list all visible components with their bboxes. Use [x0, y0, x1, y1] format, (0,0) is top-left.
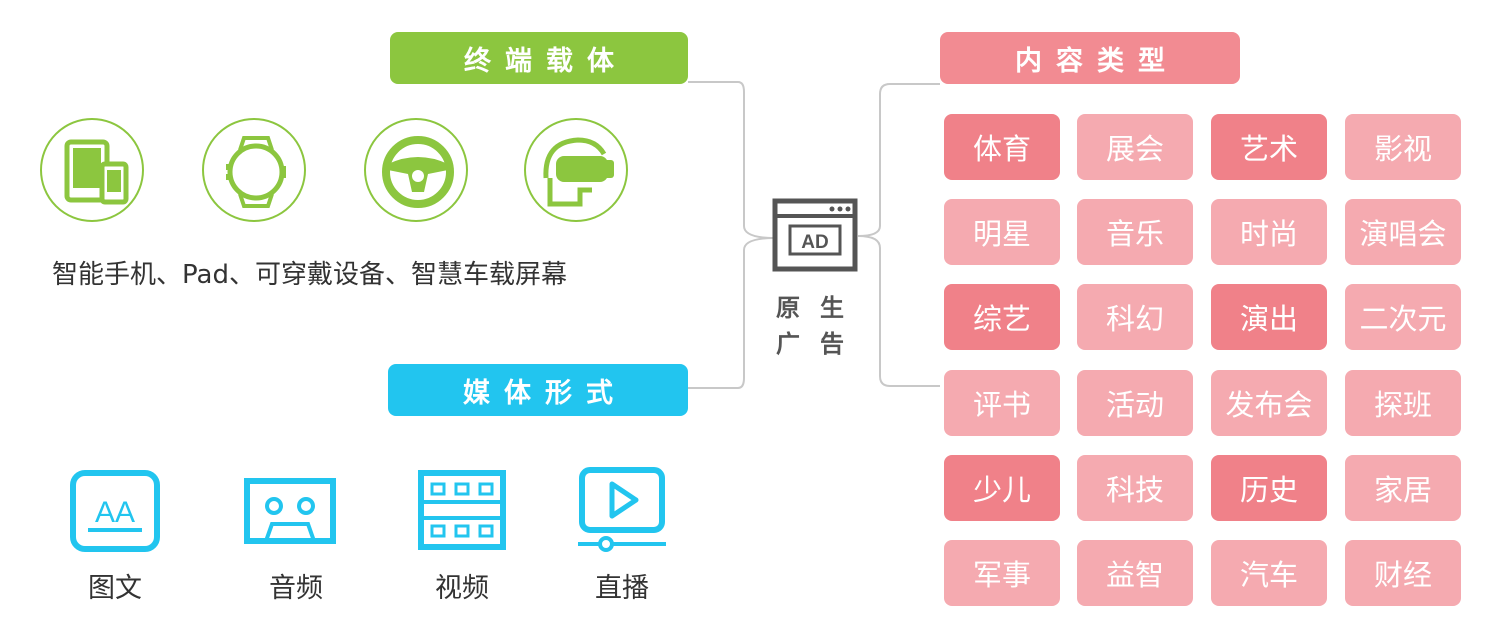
content-tag: 活动: [1077, 370, 1193, 436]
content-tag: 探班: [1345, 370, 1461, 436]
content-header: 内容类型: [940, 32, 1240, 84]
content-tag: 影视: [1345, 114, 1461, 180]
content-tag: 展会: [1077, 114, 1193, 180]
content-tag: 演唱会: [1345, 199, 1461, 265]
media-label-video: 视频: [435, 573, 489, 604]
text-icon: AA: [70, 470, 160, 556]
film-icon: [418, 470, 506, 554]
content-tag: 明星: [944, 199, 1060, 265]
content-tag: 时尚: [1211, 199, 1327, 265]
content-tag: 艺术: [1211, 114, 1327, 180]
media-header: 媒体形式: [388, 364, 688, 416]
media-label-live: 直播: [595, 573, 649, 604]
content-tag: 科幻: [1077, 284, 1193, 350]
content-tag: 财经: [1345, 540, 1461, 606]
content-tag: 少儿: [944, 455, 1060, 521]
content-tag: 体育: [944, 114, 1060, 180]
svg-text:AA: AA: [95, 496, 135, 529]
ad-badge-text: AD: [801, 232, 828, 253]
smartwatch-icon: [202, 118, 306, 222]
media-label-text: 图文: [88, 573, 142, 604]
native-ad-label-line1: 原生: [776, 294, 864, 322]
vr-headset-icon: [524, 118, 628, 222]
live-play-icon: [576, 466, 668, 558]
media-label-audio: 音频: [269, 573, 323, 604]
content-tag: 音乐: [1077, 199, 1193, 265]
content-tag: 历史: [1211, 455, 1327, 521]
ad-window-icon: AD: [772, 198, 858, 276]
content-tag: 科技: [1077, 455, 1193, 521]
content-tag: 家居: [1345, 455, 1461, 521]
content-tag: 军事: [944, 540, 1060, 606]
content-tag: 综艺: [944, 284, 1060, 350]
native-ad-label-line2: 广告: [776, 330, 864, 358]
content-tag: 二次元: [1345, 284, 1461, 350]
content-tag: 评书: [944, 370, 1060, 436]
content-tag: 发布会: [1211, 370, 1327, 436]
device-caption: 智能手机、Pad、可穿戴设备、智慧车载屏幕: [52, 260, 567, 290]
steering-wheel-icon: [364, 118, 468, 222]
terminal-header: 终端载体: [390, 32, 688, 84]
cassette-icon: [244, 478, 336, 548]
tablet-phone-icon: [40, 118, 144, 222]
content-tag: 演出: [1211, 284, 1327, 350]
content-tag: 益智: [1077, 540, 1193, 606]
content-tag: 汽车: [1211, 540, 1327, 606]
